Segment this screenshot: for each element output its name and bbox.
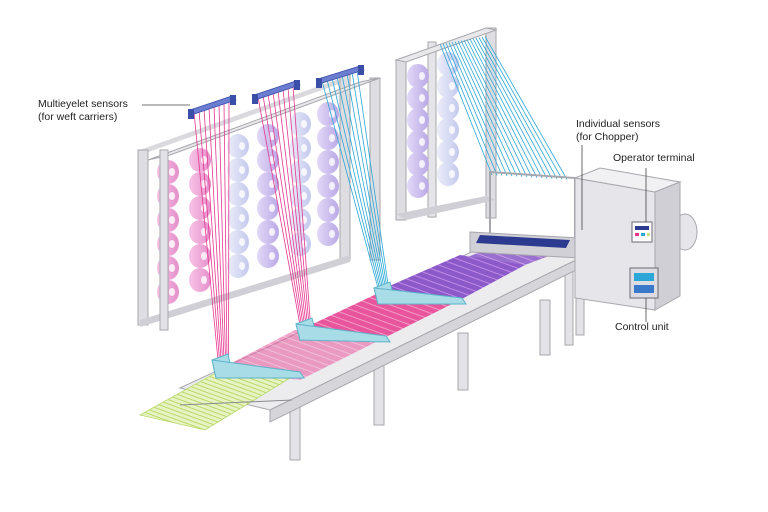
spool-icon xyxy=(317,174,339,198)
spool-icon xyxy=(437,74,459,98)
spool-icon xyxy=(227,182,249,206)
spool-icon xyxy=(227,134,249,158)
individual-sensors-label: Individual sensors (for Chopper) xyxy=(576,118,660,144)
spool-icon xyxy=(257,244,279,268)
spool-icon xyxy=(437,96,459,120)
spool-icon xyxy=(189,220,211,244)
individual-sensors-line1: Individual sensors xyxy=(576,118,661,130)
sensor-bar-icon xyxy=(316,65,365,88)
multieyelet-sensors-line1: Multieyelet sensors xyxy=(38,98,128,110)
spool-icon xyxy=(189,244,211,268)
spool-icon xyxy=(189,148,211,172)
spool-icon xyxy=(189,196,211,220)
spool-icon xyxy=(317,222,339,246)
individual-sensors-line2: (for Chopper) xyxy=(576,131,639,143)
spool-icon xyxy=(257,196,279,220)
control-unit-text: Control unit xyxy=(615,321,669,333)
spool-icon xyxy=(289,136,311,160)
spool-icon xyxy=(317,198,339,222)
spool-icon xyxy=(407,108,429,132)
spool-icon xyxy=(407,64,429,88)
spool-icon xyxy=(257,220,279,244)
spool-icon xyxy=(437,162,459,186)
spool-icon xyxy=(437,118,459,142)
screen-icon xyxy=(631,221,653,243)
control-unit-box xyxy=(629,267,659,299)
spool-icon xyxy=(227,230,249,254)
spool-icon xyxy=(407,152,429,176)
spool-icon xyxy=(227,254,249,278)
spool-icon xyxy=(289,160,311,184)
spool-icon xyxy=(289,112,311,136)
operator-terminal-text: Operator terminal xyxy=(613,152,695,164)
callout-lines xyxy=(142,104,647,322)
spool-icon xyxy=(289,184,311,208)
bobbin-grid-right xyxy=(407,52,459,198)
spool-icon xyxy=(437,140,459,164)
multieyelet-sensors-line2: (for weft carriers) xyxy=(38,111,118,123)
spool-icon xyxy=(189,268,211,292)
operator-terminal-label: Operator terminal xyxy=(613,152,695,165)
machine-bed xyxy=(138,240,585,461)
left-creel xyxy=(137,74,381,331)
sensor-bar-icon xyxy=(252,80,301,104)
right-creel xyxy=(394,27,498,221)
spool-icon xyxy=(317,126,339,150)
spool-icon xyxy=(407,86,429,110)
sensor-bar-icon xyxy=(188,95,237,119)
threads xyxy=(193,36,568,361)
chopper-unit xyxy=(469,167,698,311)
spool-icon xyxy=(407,130,429,154)
spool-icon xyxy=(227,206,249,230)
multieyelet-sensors-label: Multieyelet sensors (for weft carriers) xyxy=(38,98,128,124)
spool-icon xyxy=(227,158,249,182)
spool-icon xyxy=(317,150,339,174)
multieyelet-sensor-bars xyxy=(188,65,365,119)
spool-icon xyxy=(407,174,429,198)
control-unit-label: Control unit xyxy=(615,321,669,334)
